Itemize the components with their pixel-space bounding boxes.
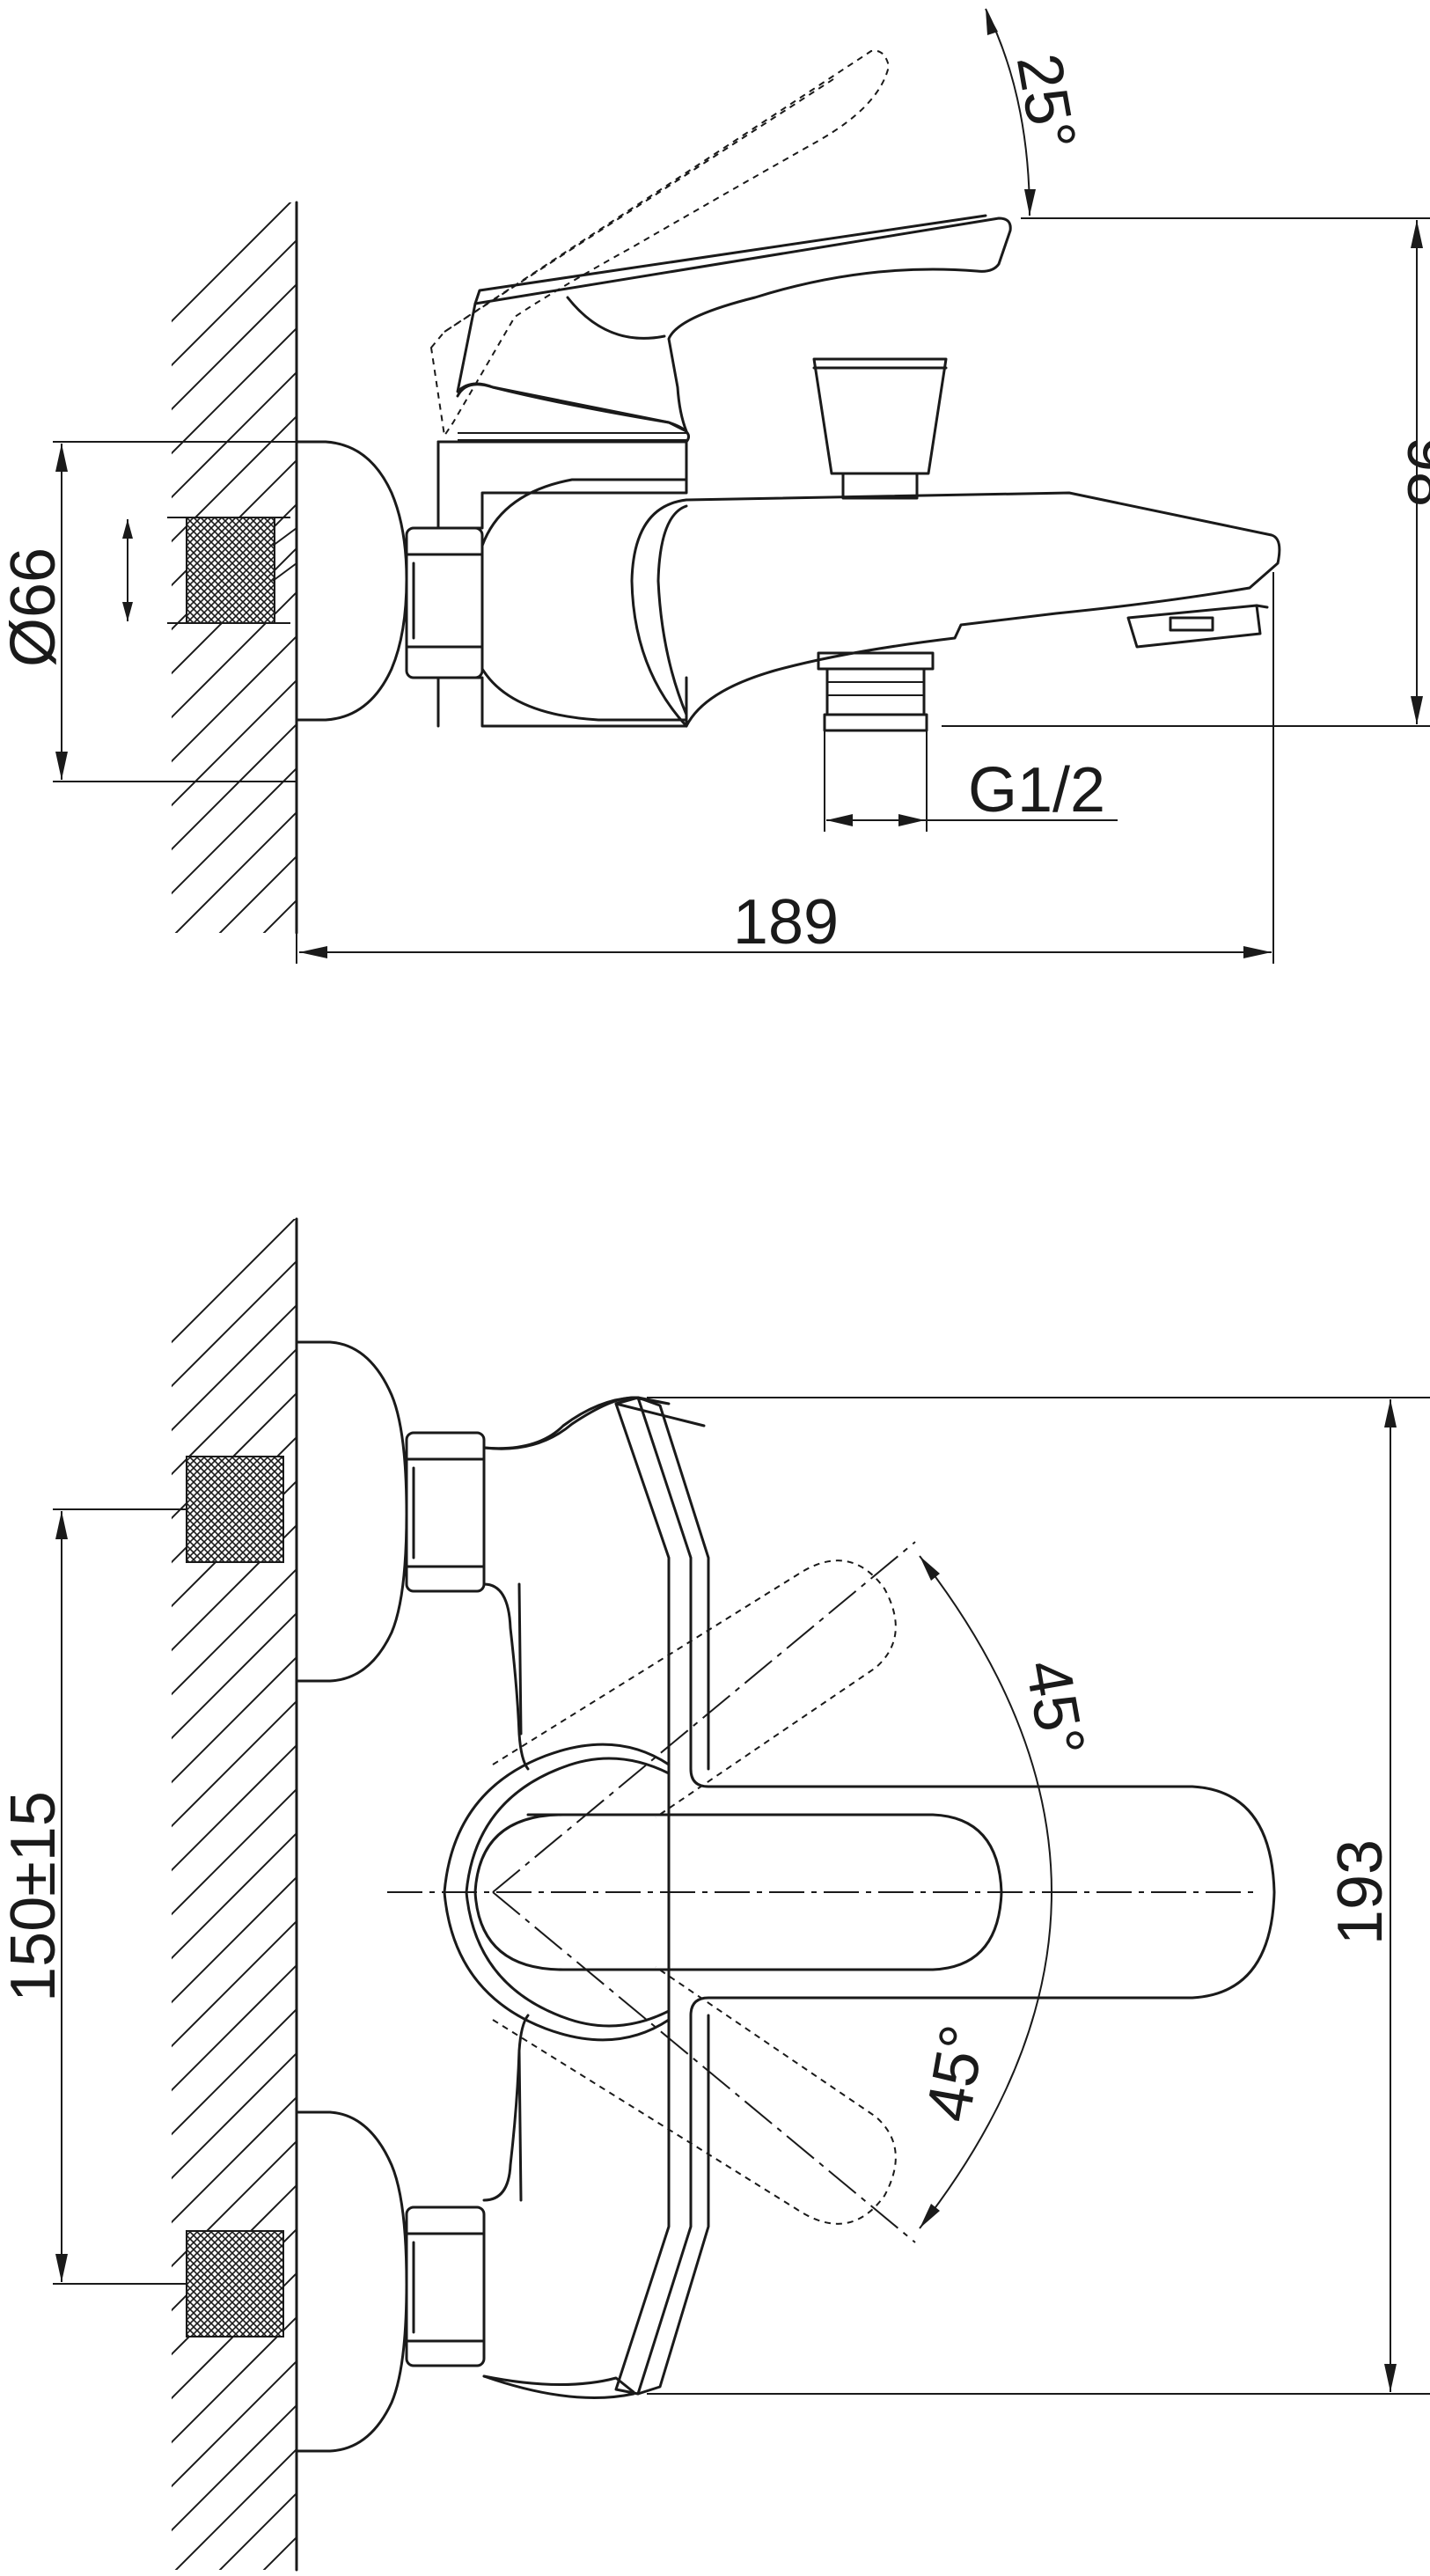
height-front-label: 193	[1325, 1839, 1396, 1945]
angle-label: 25°	[1003, 48, 1089, 155]
angle-up-label: 45°	[1012, 1655, 1098, 1761]
aerator-side	[1126, 604, 1269, 649]
dim-angle-25: 25°	[985, 8, 1089, 217]
angle-down-label: 45°	[913, 2020, 1000, 2126]
dim-193: 193	[647, 1397, 1430, 2395]
hose-outlet-side	[817, 651, 935, 732]
escutcheon-lower	[295, 2110, 408, 2453]
lever-handle-front	[473, 1813, 1003, 1971]
dim-spacing: 150±15	[0, 1508, 187, 2285]
hex-nut-lower	[405, 2205, 486, 2367]
diverter-knob	[812, 357, 948, 500]
threaded-inlet-upper	[186, 1456, 284, 1563]
valve-body-front	[482, 1396, 706, 2394]
diameter-label: Ø66	[0, 547, 69, 667]
threaded-inlet-side	[186, 517, 275, 624]
wall-hatching-top	[172, 201, 298, 935]
escutcheon-side	[295, 440, 408, 722]
lever-rotated-up	[492, 1560, 897, 1818]
spout-side	[685, 491, 1281, 728]
thread-label: G1/2	[968, 755, 1105, 826]
dim-angle-45-down: 45°	[913, 1891, 1052, 2229]
dim-189: 189	[296, 572, 1274, 964]
dim-thread: G1/2	[824, 730, 1118, 832]
escutcheon-upper	[295, 1340, 408, 1683]
height-label: 98	[1394, 437, 1430, 507]
width-label: 189	[733, 887, 839, 958]
hex-nut-side	[405, 526, 484, 679]
hex-nut-upper	[405, 1431, 486, 1593]
dim-diameter: Ø66	[0, 441, 297, 782]
lever-rotated-down	[492, 1966, 897, 2225]
dim-angle-45-up: 45°	[919, 1555, 1098, 1893]
valve-body-side	[436, 432, 688, 728]
threaded-inlet-lower	[186, 2230, 284, 2337]
spacing-label: 150±15	[0, 1791, 69, 2002]
lever-raised-outline	[429, 49, 891, 438]
side-view: 189 98 Ø66 25°	[0, 8, 1430, 964]
wall-hatching-bottom	[172, 1217, 298, 2572]
lever-handle-side	[456, 217, 1012, 433]
dim-98: 98	[942, 217, 1430, 727]
spout-front	[614, 1396, 1276, 2396]
front-view: 45° 45° 193 150±15	[0, 1217, 1430, 2572]
